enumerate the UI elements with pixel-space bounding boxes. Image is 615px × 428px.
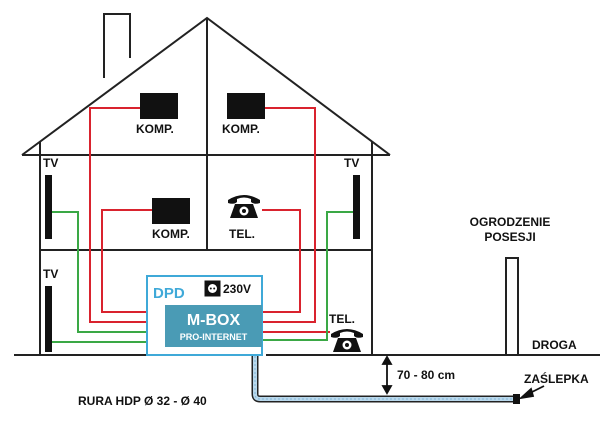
- lan-cable-komp-mid: [101, 209, 165, 313]
- telephone-icon: [331, 329, 363, 352]
- fence-label-line2: POSESJI: [484, 230, 535, 244]
- tv-cable-right-upper: [262, 211, 354, 341]
- pipe-label: RURA HDP Ø 32 - Ø 40: [78, 394, 207, 408]
- power-socket-icon: [204, 280, 221, 297]
- dpd-label: DPD: [153, 285, 185, 302]
- lan-cable-komp-right: [262, 107, 316, 323]
- chimney: [103, 13, 131, 78]
- end-cap-arrow: [518, 385, 545, 400]
- tv-label-left-upper: TV: [43, 156, 58, 170]
- depth-arrow: [381, 355, 393, 395]
- end-cap-icon: [513, 394, 520, 404]
- tv-icon: [353, 175, 360, 239]
- hdp-pipe: [251, 348, 520, 404]
- tel-label-mid: TEL.: [229, 227, 255, 241]
- tv-label-left-lower: TV: [43, 267, 58, 281]
- tv-icon: [45, 286, 52, 352]
- telephone-icon: [228, 195, 260, 218]
- tv-icon: [45, 175, 52, 239]
- mbox-title: M-BOX: [187, 312, 241, 329]
- mbox: [165, 305, 262, 347]
- fence-post: [505, 257, 519, 356]
- pipe-dash: [254, 348, 516, 400]
- komp-label-right: KOMP.: [222, 122, 260, 136]
- house-structure: [14, 13, 600, 356]
- computer-icon: [152, 198, 190, 224]
- fence-label-line1: OGRODZENIE: [470, 215, 551, 229]
- lan-cable-tel-mid: [262, 209, 301, 313]
- computer-icon: [227, 93, 265, 119]
- komp-label-left: KOMP.: [136, 122, 174, 136]
- tv-label-right-upper: TV: [344, 156, 359, 170]
- computer-icon: [140, 93, 178, 119]
- tel-label-right: TEL.: [329, 312, 355, 326]
- mbox-subtitle: PRO-INTERNET: [180, 332, 248, 342]
- depth-label: 70 - 80 cm: [397, 368, 455, 382]
- end-cap-label: ZAŚLEPKA: [524, 371, 589, 386]
- lan-cables: [89, 107, 330, 333]
- komp-label-mid: KOMP.: [152, 227, 190, 241]
- road-label: DROGA: [532, 338, 577, 352]
- lan-cable-komp-left: [89, 107, 165, 323]
- power-label: 230V: [223, 282, 251, 296]
- tv-cable-left-upper: [51, 211, 165, 333]
